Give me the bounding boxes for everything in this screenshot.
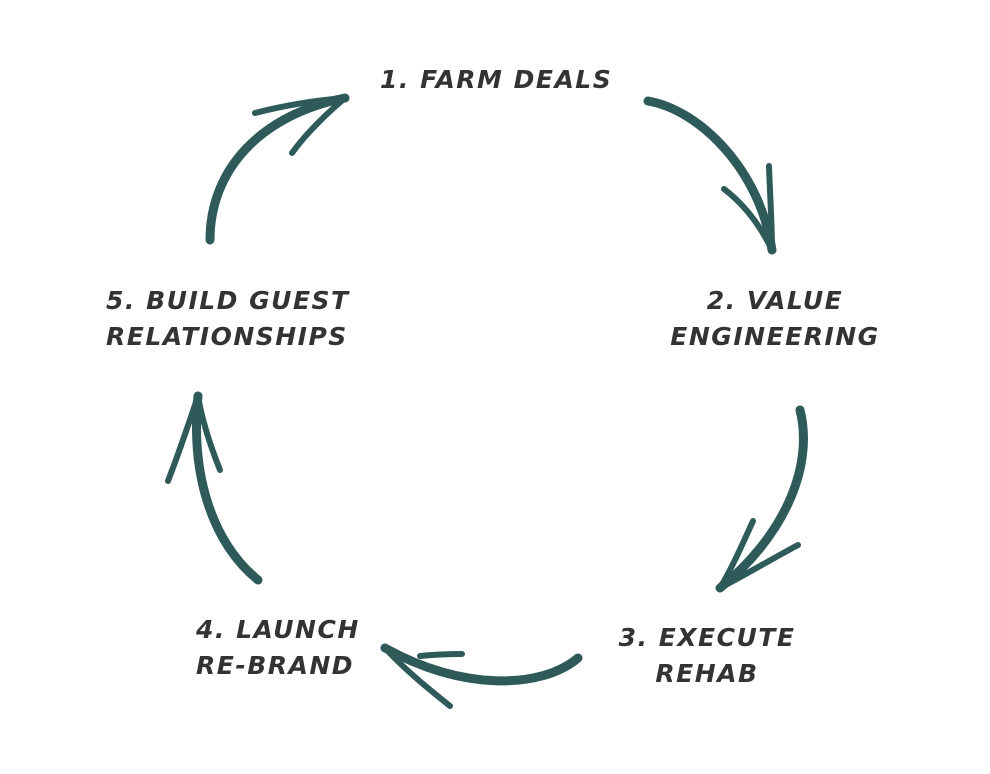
arrow-step1-to-step2 (643, 96, 777, 255)
arrow-head (721, 163, 775, 253)
step-label-line: 4. LAUNCH (196, 615, 360, 644)
step-label-line: RE-BRAND (196, 651, 355, 680)
arrow-step3-to-step4 (380, 643, 583, 709)
arrow-shaft (192, 391, 263, 585)
arrow-head (382, 645, 465, 709)
step-label-line: 5. BUILD GUEST (106, 286, 350, 315)
arrow-head (165, 393, 223, 484)
step-label-line: 1. FARM DEALS (380, 65, 613, 94)
arrow-head (717, 518, 801, 591)
step-label-line: RELATIONSHIPS (106, 322, 348, 351)
arrow-head (252, 95, 348, 156)
step-5-build-guest-relationships: 5. BUILD GUEST RELATIONSHIPS (106, 283, 350, 355)
arrow-shaft (380, 643, 583, 686)
arrow-step4-to-step5 (165, 391, 263, 585)
step-label-line: REHAB (655, 659, 759, 688)
step-label-line: 2. VALUE (706, 286, 844, 315)
step-4-launch-re-brand: 4. LAUNCH RE-BRAND (196, 612, 360, 684)
arrow-shaft (205, 93, 350, 245)
step-label-line: 3. EXECUTE (618, 623, 796, 652)
arrow-shaft (643, 96, 777, 255)
arrow-step2-to-step3 (715, 405, 808, 593)
step-label-line: ENGINEERING (670, 322, 880, 351)
arrow-shaft (715, 405, 808, 593)
arrow-step5-to-step1 (205, 93, 350, 245)
step-3-execute-rehab: 3. EXECUTE REHAB (612, 620, 802, 692)
step-1-farm-deals: 1. FARM DEALS (380, 62, 612, 98)
step-2-value-engineering: 2. VALUE ENGINEERING (660, 283, 890, 355)
